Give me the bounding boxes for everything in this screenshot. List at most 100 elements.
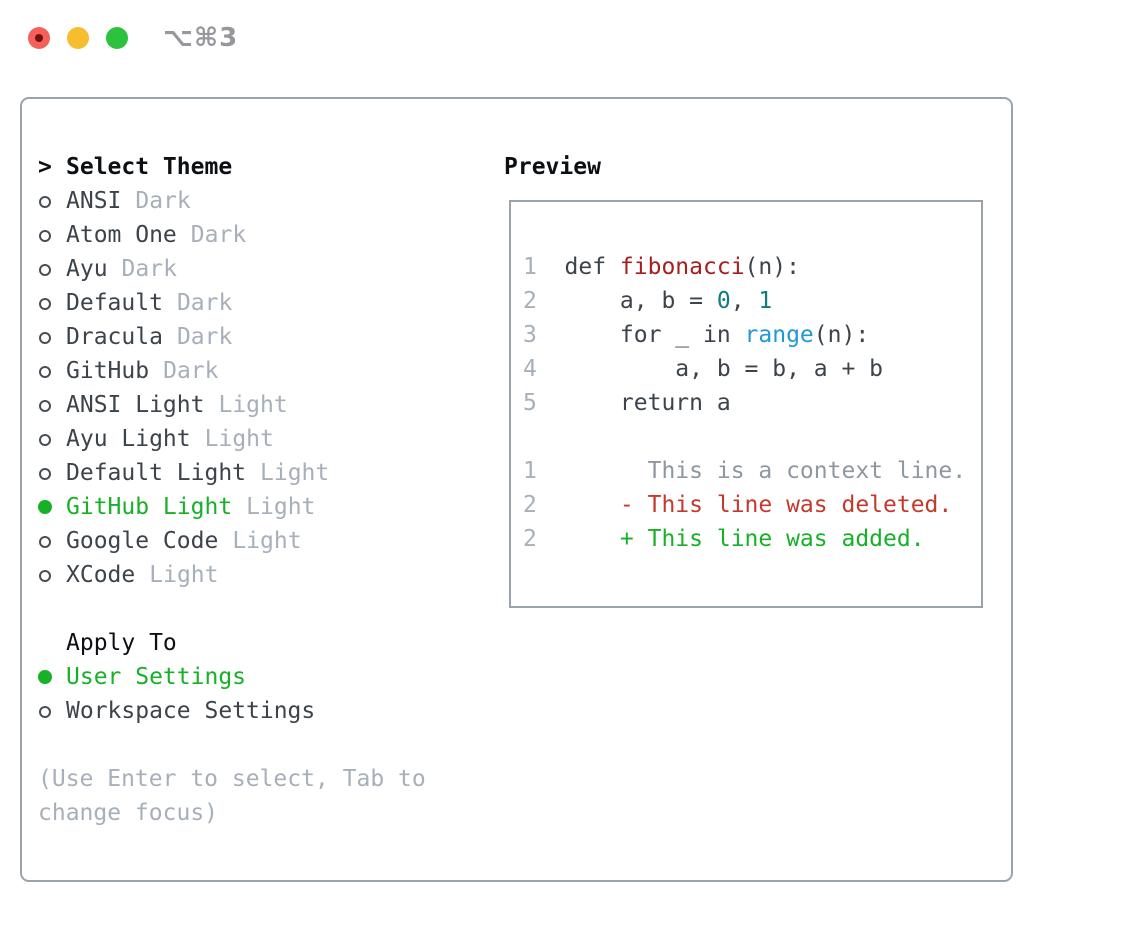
code-token: - This line was deleted. [564, 492, 953, 518]
option-label: Default Light [66, 460, 247, 486]
option-label: XCode [66, 562, 136, 588]
maximize-button[interactable] [106, 27, 128, 49]
theme-option-ansi-light[interactable]: ANSI Light Light [38, 388, 488, 422]
spacer [38, 592, 488, 626]
code-token: range [744, 322, 814, 348]
code-token: def [564, 254, 620, 280]
option-label: GitHub [66, 358, 150, 384]
apply-to-title: Apply To [66, 630, 177, 656]
option-variant-label: Light [232, 528, 302, 554]
option-label: ANSI [66, 188, 122, 214]
code-token: (n): [813, 322, 870, 348]
line-number: 2 [523, 492, 537, 518]
radio-icon [39, 332, 51, 344]
code-token: 0 [716, 288, 731, 314]
theme-option-ayu[interactable]: Ayu Dark [38, 252, 488, 286]
line-number: 1 [523, 458, 537, 484]
option-label: Atom One [66, 222, 177, 248]
preview-title: Preview [504, 154, 601, 180]
apply-option-user-settings[interactable]: User Settings [38, 660, 488, 694]
theme-option-google-code[interactable]: Google Code Light [38, 524, 488, 558]
code-line [523, 420, 981, 454]
code-token: This is a context line. [564, 458, 967, 484]
code-line: 5 return a [523, 386, 981, 420]
radio-icon [39, 706, 51, 718]
option-variant-label: Dark [121, 256, 177, 282]
close-button[interactable] [28, 27, 50, 49]
option-label: Google Code [66, 528, 219, 554]
code-line: 2 a, b = 0, 1 [523, 284, 981, 318]
code-line: 4 a, b = b, a + b [523, 352, 981, 386]
line-number: 2 [523, 288, 537, 314]
radio-icon [39, 298, 51, 310]
hint-line-2: change focus) [38, 800, 219, 826]
code-token: (n): [744, 254, 800, 280]
apply-option-workspace-settings[interactable]: Workspace Settings [38, 694, 488, 728]
line-number: 4 [523, 356, 537, 382]
option-variant-label: Light [149, 562, 219, 588]
option-variant-label: Dark [135, 188, 191, 214]
radio-icon [39, 366, 51, 378]
code-line: 1 def fibonacci(n): [523, 250, 981, 284]
code-line: 2 + This line was added. [523, 522, 981, 556]
window-titlebar: ⌥⌘3 [0, 0, 1140, 76]
option-label: GitHub Light [66, 494, 233, 520]
option-label: Dracula [66, 324, 163, 350]
code-line: 2 - This line was deleted. [523, 488, 981, 522]
option-variant-label: Light [246, 494, 316, 520]
code-line: 3 for _ in range(n): [523, 318, 981, 352]
option-variant-label: Light [260, 460, 330, 486]
prompt-icon: > [38, 154, 52, 180]
radio-icon [39, 468, 51, 480]
code-token: for _ in [564, 322, 745, 348]
unsaved-dot-icon [35, 34, 43, 42]
theme-option-ansi[interactable]: ANSI Dark [38, 184, 488, 218]
code-token: return a [564, 390, 731, 416]
theme-option-github[interactable]: GitHub Dark [38, 354, 488, 388]
theme-option-xcode[interactable]: XCode Light [38, 558, 488, 592]
minimize-button[interactable] [67, 27, 89, 49]
radio-icon [39, 400, 51, 412]
radio-selected-icon [38, 500, 52, 514]
option-variant-label: Light [204, 426, 274, 452]
option-label: Ayu [66, 256, 108, 282]
radio-icon [39, 536, 51, 548]
spacer [38, 728, 488, 762]
option-label: ANSI Light [66, 392, 205, 418]
theme-option-default-light[interactable]: Default Light Light [38, 456, 488, 490]
code-token: , [730, 288, 759, 314]
option-variant-label: Dark [176, 324, 233, 350]
radio-icon [39, 264, 51, 276]
option-label: Ayu Light [66, 426, 191, 452]
line-number: 3 [523, 322, 537, 348]
theme-option-dracula[interactable]: Dracula Dark [38, 320, 488, 354]
option-variant-label: Dark [163, 358, 219, 384]
code-line: 1 This is a context line. [523, 454, 981, 488]
theme-option-ayu-light[interactable]: Ayu Light Light [38, 422, 488, 456]
option-label: Workspace Settings [66, 698, 316, 724]
window-title: ⌥⌘3 [163, 23, 239, 53]
radio-icon [39, 434, 51, 446]
select-theme-title: Select Theme [66, 154, 233, 180]
code-token: fibonacci [619, 254, 745, 280]
option-variant-label: Dark [176, 290, 233, 316]
line-number: 1 [523, 254, 537, 280]
code-token: a, b = [564, 288, 717, 314]
theme-option-github-light[interactable]: GitHub Light Light [38, 490, 488, 524]
radio-icon [39, 196, 51, 208]
option-variant-label: Light [218, 392, 288, 418]
line-number: 2 [523, 526, 537, 552]
code-token: 1 [758, 288, 773, 314]
hint-line-1: (Use Enter to select, Tab to [38, 766, 426, 792]
line-number: 5 [523, 390, 537, 416]
apply-to-header-row: Apply To [38, 626, 488, 660]
radio-selected-icon [38, 670, 52, 684]
